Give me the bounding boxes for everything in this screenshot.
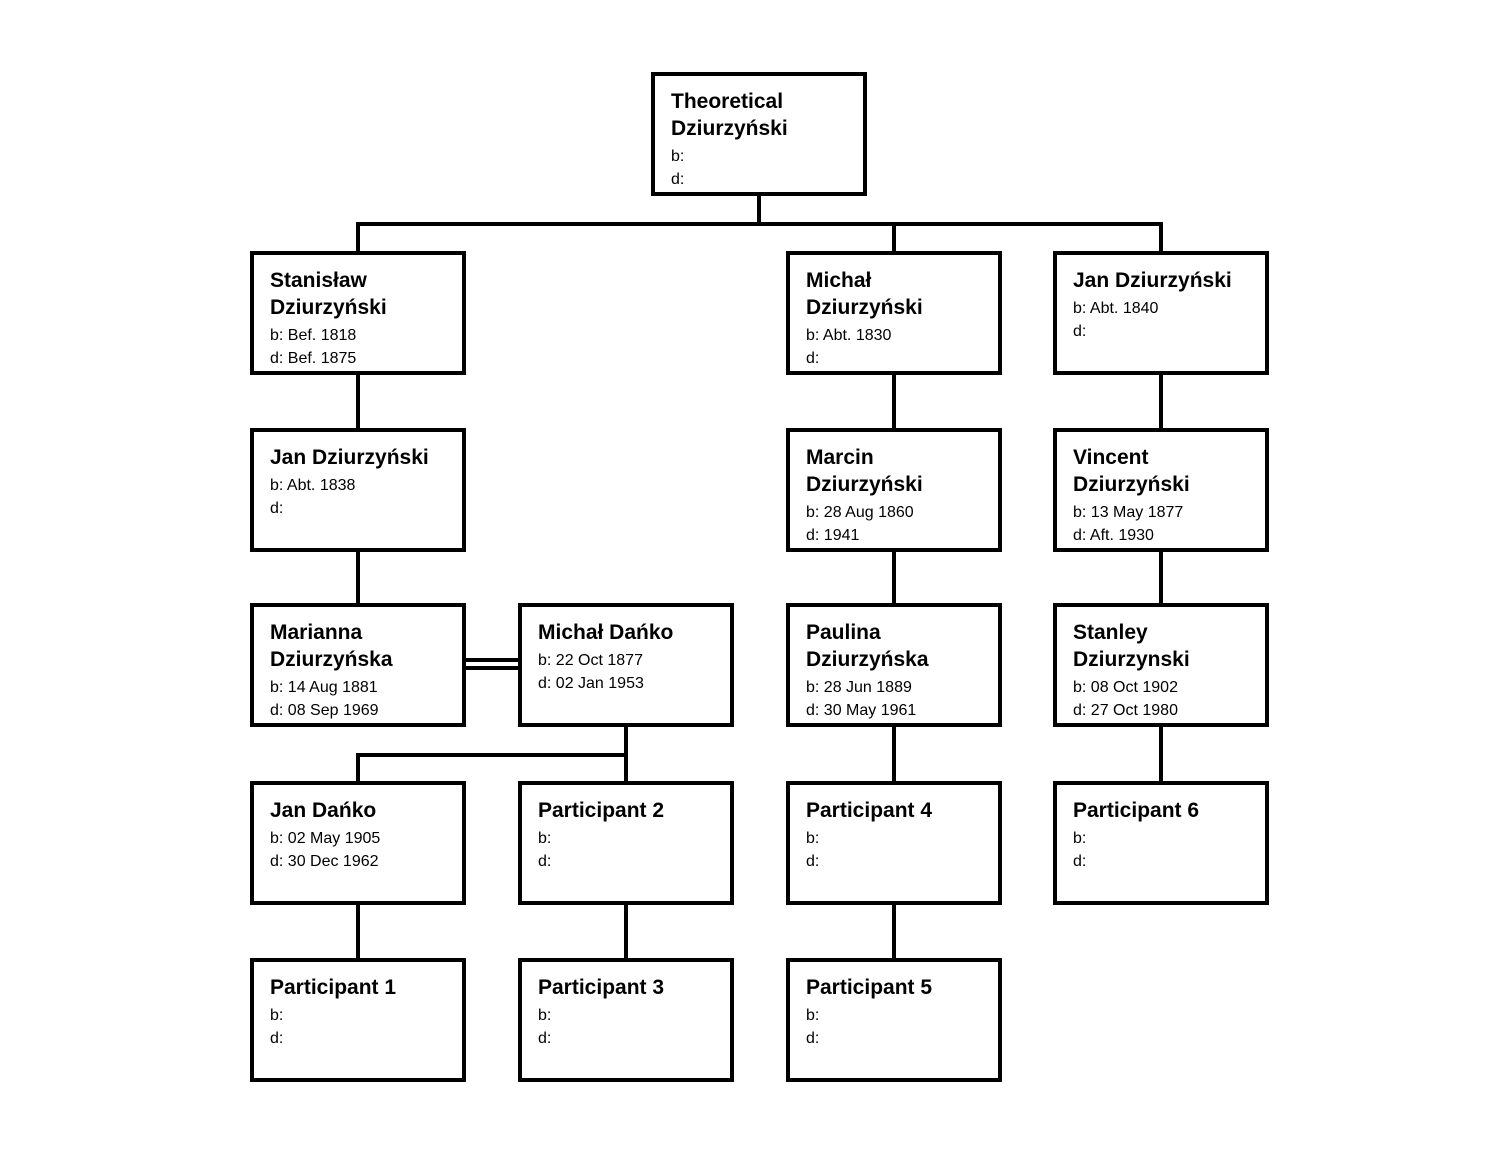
person-born: b: 13 May 1877 (1073, 504, 1184, 521)
marriage-line-top (466, 658, 518, 662)
person-name: Vincent Dziurzyński (1073, 446, 1190, 496)
person-born: b: (538, 1007, 552, 1024)
connector-theoretical-stub (757, 196, 761, 226)
person-name: Jan Dańko (270, 799, 377, 822)
person-name: Jan Dziurzyński (270, 446, 429, 469)
person-born: b: 02 May 1905 (270, 830, 381, 847)
person-name: Marianna Dziurzyńska (270, 621, 393, 671)
connector-participant2-to-participant3 (624, 905, 628, 958)
person-born: b: (806, 1007, 820, 1024)
person-name: Jan Dziurzyński (1073, 269, 1232, 292)
person-born: b: (270, 1007, 284, 1024)
connector-michal-to-marcin (892, 375, 896, 428)
connector-drop-michal (892, 222, 896, 251)
connector-paulina-to-participant4 (892, 727, 896, 781)
person-name: Participant 3 (538, 976, 665, 999)
person-born: b: (671, 148, 685, 165)
person-box-participant-3: Participant 3 b: d: (518, 958, 734, 1082)
person-name: Michał Dziurzyński (806, 269, 923, 319)
connector-danko-children-rail (356, 753, 628, 757)
person-born: b: 28 Jun 1889 (806, 679, 912, 696)
person-box-participant-5: Participant 5 b: d: (786, 958, 1002, 1082)
person-box-stanislaw-dziurzynski: Stanisław Dziurzyński b: Bef. 1818 d: Be… (250, 251, 466, 375)
person-box-paulina-dziurzynska: Paulina Dziurzyńska b: 28 Jun 1889 d: 30… (786, 603, 1002, 727)
person-box-participant-2: Participant 2 b: d: (518, 781, 734, 905)
connector-stanley-to-participant6 (1159, 727, 1163, 781)
connector-jan1840-to-vincent (1159, 375, 1163, 428)
person-name: Participant 4 (806, 799, 933, 822)
person-box-vincent-dziurzynski: Vincent Dziurzyński b: 13 May 1877 d: Af… (1053, 428, 1269, 552)
person-box-michal-danko: Michał Dańko b: 22 Oct 1877 d: 02 Jan 19… (518, 603, 734, 727)
person-died: d: (1073, 853, 1087, 870)
person-died: d: (538, 1030, 552, 1047)
person-died: d: 08 Sep 1969 (270, 702, 379, 719)
person-born: b: 14 Aug 1881 (270, 679, 378, 696)
person-box-jan-danko: Jan Dańko b: 02 May 1905 d: 30 Dec 1962 (250, 781, 466, 905)
person-name: Marcin Dziurzyński (806, 446, 923, 496)
person-born: b: (538, 830, 552, 847)
person-died: d: (806, 853, 820, 870)
person-died: d: (270, 1030, 284, 1047)
person-born: b: (1073, 830, 1087, 847)
person-born: b: (806, 830, 820, 847)
person-box-jan-dziurzynski-1838: Jan Dziurzyński b: Abt. 1838 d: (250, 428, 466, 552)
person-died: d: (1073, 323, 1087, 340)
person-born: b: Abt. 1838 (270, 477, 356, 494)
person-box-participant-1: Participant 1 b: d: (250, 958, 466, 1082)
connector-gen2-sibling-rail (356, 222, 1163, 226)
person-died: d: 27 Oct 1980 (1073, 702, 1178, 719)
connector-participant4-to-participant5 (892, 905, 896, 958)
person-died: d: 30 Dec 1962 (270, 853, 379, 870)
person-box-marcin-dziurzynski: Marcin Dziurzyński b: 28 Aug 1860 d: 194… (786, 428, 1002, 552)
person-name: Participant 6 (1073, 799, 1200, 822)
connector-vincent-to-stanley (1159, 552, 1163, 603)
person-born: b: 22 Oct 1877 (538, 652, 643, 669)
person-box-stanley-dziurzynski: Stanley Dziurzynski b: 08 Oct 1902 d: 27… (1053, 603, 1269, 727)
person-box-participant-6: Participant 6 b: d: (1053, 781, 1269, 905)
person-name: Theoretical Dziurzyński (671, 90, 788, 140)
person-box-marianna-dziurzynska: Marianna Dziurzyńska b: 14 Aug 1881 d: 0… (250, 603, 466, 727)
person-died: d: 02 Jan 1953 (538, 675, 644, 692)
marriage-line-bottom (466, 666, 518, 670)
connector-drop-jan (1159, 222, 1163, 251)
person-died: d: (671, 171, 685, 188)
person-born: b: Bef. 1818 (270, 327, 357, 344)
person-born: b: 28 Aug 1860 (806, 504, 914, 521)
person-box-michal-dziurzynski: Michał Dziurzyński b: Abt. 1830 d: (786, 251, 1002, 375)
person-name: Participant 2 (538, 799, 665, 822)
person-died: d: Bef. 1875 (270, 350, 357, 367)
connector-drop-stanislaw (356, 222, 360, 251)
person-died: d: 1941 (806, 527, 860, 544)
person-name: Stanisław Dziurzyński (270, 269, 387, 319)
person-died: d: (538, 853, 552, 870)
connector-stanislaw-to-jan1838 (356, 375, 360, 428)
person-name: Stanley Dziurzynski (1073, 621, 1190, 671)
person-name: Participant 1 (270, 976, 397, 999)
person-died: d: (806, 350, 820, 367)
person-name: Paulina Dziurzyńska (806, 621, 929, 671)
person-died: d: (806, 1030, 820, 1047)
person-died: d: 30 May 1961 (806, 702, 917, 719)
person-name: Michał Dańko (538, 621, 674, 644)
person-died: d: (270, 500, 284, 517)
connector-marcin-to-paulina (892, 552, 896, 603)
connector-drop-jan-danko (356, 753, 360, 781)
connector-jan1838-to-marianna (356, 552, 360, 603)
person-box-theoretical-dziurzynski: Theoretical Dziurzyński b: d: (651, 72, 867, 196)
person-born: b: 08 Oct 1902 (1073, 679, 1178, 696)
person-born: b: Abt. 1840 (1073, 300, 1159, 317)
person-box-jan-dziurzynski-1840: Jan Dziurzyński b: Abt. 1840 d: (1053, 251, 1269, 375)
person-box-participant-4: Participant 4 b: d: (786, 781, 1002, 905)
person-died: d: Aft. 1930 (1073, 527, 1154, 544)
connector-jandanko-to-participant1 (356, 905, 360, 958)
person-name: Participant 5 (806, 976, 933, 999)
person-born: b: Abt. 1830 (806, 327, 892, 344)
